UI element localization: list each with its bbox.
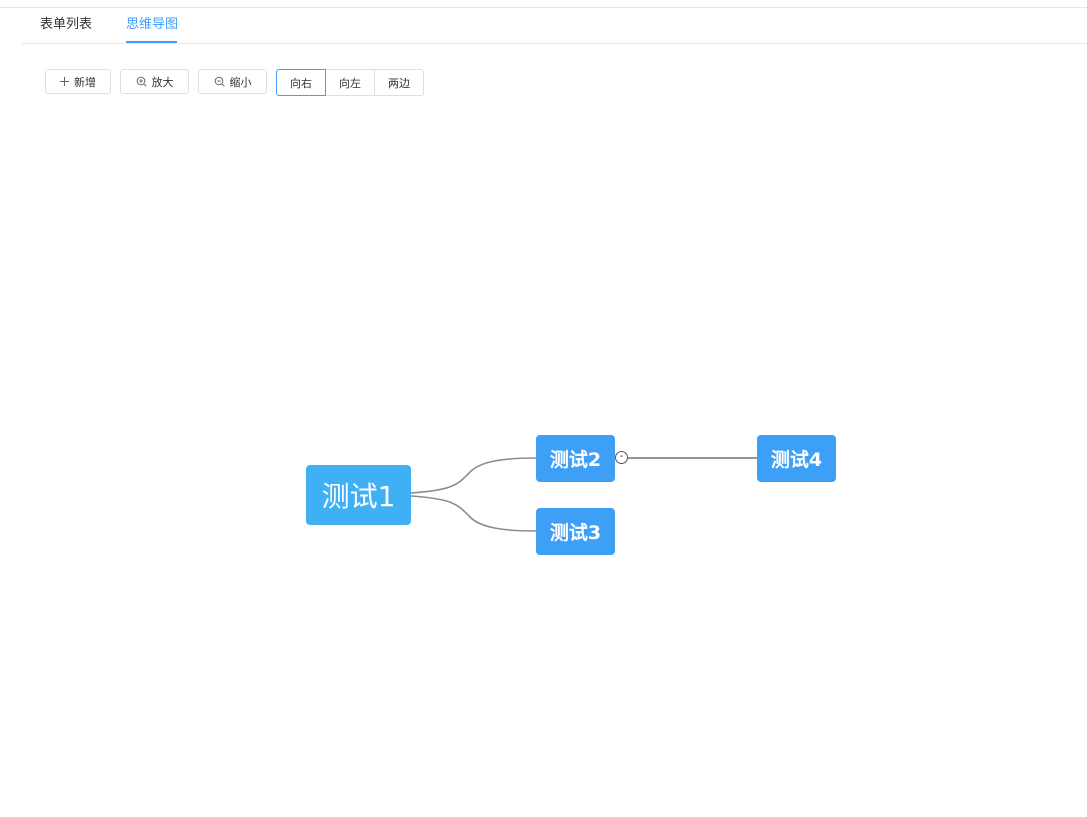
mindmap-node-4[interactable]: 测试4 <box>757 435 836 482</box>
zoom-in-button-label: 放大 <box>151 75 174 89</box>
direction-both-button[interactable]: 两边 <box>374 69 424 96</box>
direction-selector: 向右 向左 两边 <box>276 69 424 96</box>
plus-icon <box>60 77 69 86</box>
tab-mind-map[interactable]: 思维导图 <box>126 17 179 32</box>
connector-root-to-node2 <box>410 457 537 494</box>
zoom-in-icon <box>136 76 147 87</box>
tab-form-list[interactable]: 表单列表 <box>40 17 93 32</box>
zoom-out-button-label: 缩小 <box>229 75 252 89</box>
mindmap-node-2[interactable]: 测试2 <box>536 435 615 482</box>
add-button[interactable]: 新增 <box>45 69 111 94</box>
zoom-out-icon <box>214 76 225 87</box>
zoom-out-button[interactable]: 缩小 <box>198 69 267 94</box>
connector-root-to-node3 <box>410 495 537 532</box>
add-button-label: 新增 <box>74 75 96 89</box>
mindmap-root-node[interactable]: 测试1 <box>306 465 411 525</box>
direction-right-button[interactable]: 向右 <box>276 69 326 96</box>
direction-left-button[interactable]: 向左 <box>325 69 375 96</box>
zoom-in-button[interactable]: 放大 <box>120 69 189 94</box>
tab-bar: 表单列表 思维导图 <box>22 8 1087 44</box>
top-divider <box>0 7 1087 8</box>
active-tab-indicator <box>126 41 177 43</box>
collapse-toggle-node2[interactable]: - <box>615 451 628 464</box>
mindmap-node-3[interactable]: 测试3 <box>536 508 615 555</box>
